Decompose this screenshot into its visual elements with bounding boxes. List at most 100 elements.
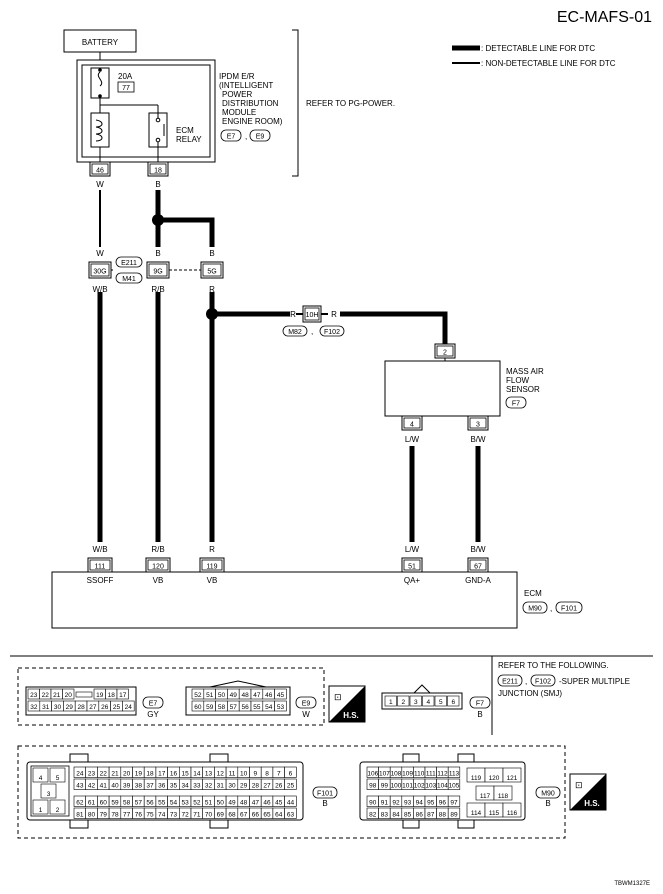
svg-text:R: R bbox=[331, 310, 337, 319]
pin-f101-70: 70 bbox=[205, 811, 213, 818]
refer-pg-power: REFER TO PG-POWER. bbox=[306, 99, 395, 108]
pin-f101-43: 43 bbox=[76, 782, 84, 789]
pin-f101-52: 52 bbox=[193, 799, 201, 806]
ecm-pin-51: 51 bbox=[401, 557, 423, 573]
pin-m90-116: 116 bbox=[507, 810, 518, 817]
pin-f101-21: 21 bbox=[111, 770, 119, 777]
wire-color-w-top: W bbox=[96, 180, 104, 189]
ecm-label-gnd-a: GND-A bbox=[465, 576, 491, 585]
pin-m90-96: 96 bbox=[439, 799, 447, 806]
maf-connector: F7 bbox=[512, 401, 520, 408]
pin-m90-102: 102 bbox=[414, 782, 425, 789]
pin-e9-49: 49 bbox=[230, 692, 238, 699]
pin-m90-84: 84 bbox=[392, 811, 400, 818]
pin-f101-13: 13 bbox=[205, 770, 213, 777]
ecm-label-qa: QA+ bbox=[404, 576, 421, 585]
pin-m90-112: 112 bbox=[437, 770, 448, 777]
pin-f101-22: 22 bbox=[100, 770, 108, 777]
pin-m90-115: 115 bbox=[489, 810, 500, 817]
pin-e9-56: 56 bbox=[241, 704, 249, 711]
pin-e7-20: 20 bbox=[65, 692, 73, 699]
svg-text:M90: M90 bbox=[541, 791, 555, 798]
pin-f101-80: 80 bbox=[88, 811, 96, 818]
pin-f7-2: 2 bbox=[401, 699, 405, 706]
pin-m90-98: 98 bbox=[369, 782, 377, 789]
svg-text:MODULE: MODULE bbox=[222, 108, 256, 117]
pin-f7-3: 3 bbox=[414, 699, 418, 706]
pin-f7-4: 4 bbox=[426, 699, 430, 706]
ecm-relay-line2: RELAY bbox=[176, 135, 202, 144]
pin-f101-65: 65 bbox=[263, 811, 271, 818]
pin-f101-3: 3 bbox=[47, 791, 51, 798]
pin-f101-2: 2 bbox=[56, 807, 60, 814]
pin-m90-121: 121 bbox=[507, 775, 518, 782]
pin-m90-85: 85 bbox=[404, 811, 412, 818]
pin-f101-29: 29 bbox=[240, 782, 248, 789]
pin-m90-97: 97 bbox=[450, 799, 458, 806]
pin-e9-52: 52 bbox=[194, 692, 202, 699]
svg-text:R: R bbox=[209, 285, 215, 294]
pin-f101-42: 42 bbox=[88, 782, 96, 789]
pin-f101-30: 30 bbox=[228, 782, 236, 789]
pin-e7-17: 17 bbox=[119, 692, 127, 699]
svg-text:SENSOR: SENSOR bbox=[506, 385, 540, 394]
pin-m90-86: 86 bbox=[416, 811, 424, 818]
mass-air-flow-sensor: 2 4 3 MASS AIR FLOW SENSOR F7 L/W B/W bbox=[384, 343, 544, 444]
legend-detectable: : DETECTABLE LINE FOR DTC bbox=[481, 44, 595, 53]
svg-text:B: B bbox=[477, 710, 482, 719]
pin-m90-91: 91 bbox=[381, 799, 389, 806]
svg-text:POWER: POWER bbox=[222, 90, 252, 99]
pin-e7-26: 26 bbox=[101, 704, 109, 711]
pin-m90-107: 107 bbox=[379, 770, 390, 777]
svg-text:W: W bbox=[302, 710, 310, 719]
pin-m90-100: 100 bbox=[391, 782, 402, 789]
ipdm-connector-e7: E7 bbox=[227, 134, 236, 141]
pin-m90-109: 109 bbox=[402, 770, 413, 777]
svg-text:2: 2 bbox=[443, 350, 447, 357]
pin-f101-47: 47 bbox=[252, 799, 260, 806]
ecm-pin-119: 119 bbox=[199, 557, 225, 573]
svg-text:,: , bbox=[550, 604, 552, 613]
svg-text:R: R bbox=[209, 545, 215, 554]
ecm-label-vb1: VB bbox=[153, 576, 164, 585]
svg-text:R: R bbox=[290, 310, 296, 319]
pin-f101-64: 64 bbox=[275, 811, 283, 818]
pin-f101-62: 62 bbox=[76, 799, 84, 806]
hs-icon: ⊡ H.S. bbox=[328, 685, 366, 723]
pin-f7-6: 6 bbox=[451, 699, 455, 706]
pin-f101-75: 75 bbox=[146, 811, 154, 818]
svg-text:51: 51 bbox=[408, 564, 416, 571]
pin-f101-68: 68 bbox=[228, 811, 236, 818]
pin-m90-87: 87 bbox=[427, 811, 435, 818]
wires bbox=[97, 190, 481, 542]
conn-m82: M82 bbox=[288, 329, 302, 336]
pin-e7-28: 28 bbox=[77, 704, 85, 711]
pin-f101-78: 78 bbox=[111, 811, 119, 818]
pin-f101-53: 53 bbox=[182, 799, 190, 806]
svg-text:W/B: W/B bbox=[92, 285, 107, 294]
svg-text:B: B bbox=[209, 249, 214, 258]
svg-text:W/B: W/B bbox=[92, 545, 107, 554]
pin-e7-32: 32 bbox=[30, 704, 38, 711]
pin-m90-105: 105 bbox=[449, 782, 460, 789]
ipdm-connector-e9: E9 bbox=[256, 134, 265, 141]
pin-f101-35: 35 bbox=[170, 782, 178, 789]
svg-text:IPDM E/R: IPDM E/R bbox=[219, 72, 255, 81]
pin-e7-21: 21 bbox=[53, 692, 61, 699]
pin-f101-16: 16 bbox=[170, 770, 178, 777]
pin-f101-19: 19 bbox=[135, 770, 143, 777]
svg-text:JUNCTION (SMJ): JUNCTION (SMJ) bbox=[498, 689, 562, 698]
pin-e9-58: 58 bbox=[218, 704, 226, 711]
pin-e9-59: 59 bbox=[206, 704, 214, 711]
svg-text:L/W: L/W bbox=[405, 435, 420, 444]
svg-text:MASS AIR: MASS AIR bbox=[506, 367, 544, 376]
pin-f101-77: 77 bbox=[123, 811, 131, 818]
svg-text:E9: E9 bbox=[302, 701, 311, 708]
pin-f101-12: 12 bbox=[217, 770, 225, 777]
pin-f101-67: 67 bbox=[240, 811, 248, 818]
svg-text:GY: GY bbox=[147, 710, 159, 719]
pin-m90-113: 113 bbox=[449, 770, 460, 777]
pin-e7-31: 31 bbox=[42, 704, 50, 711]
pin-f7-5: 5 bbox=[439, 699, 443, 706]
svg-text:120: 120 bbox=[152, 564, 164, 571]
